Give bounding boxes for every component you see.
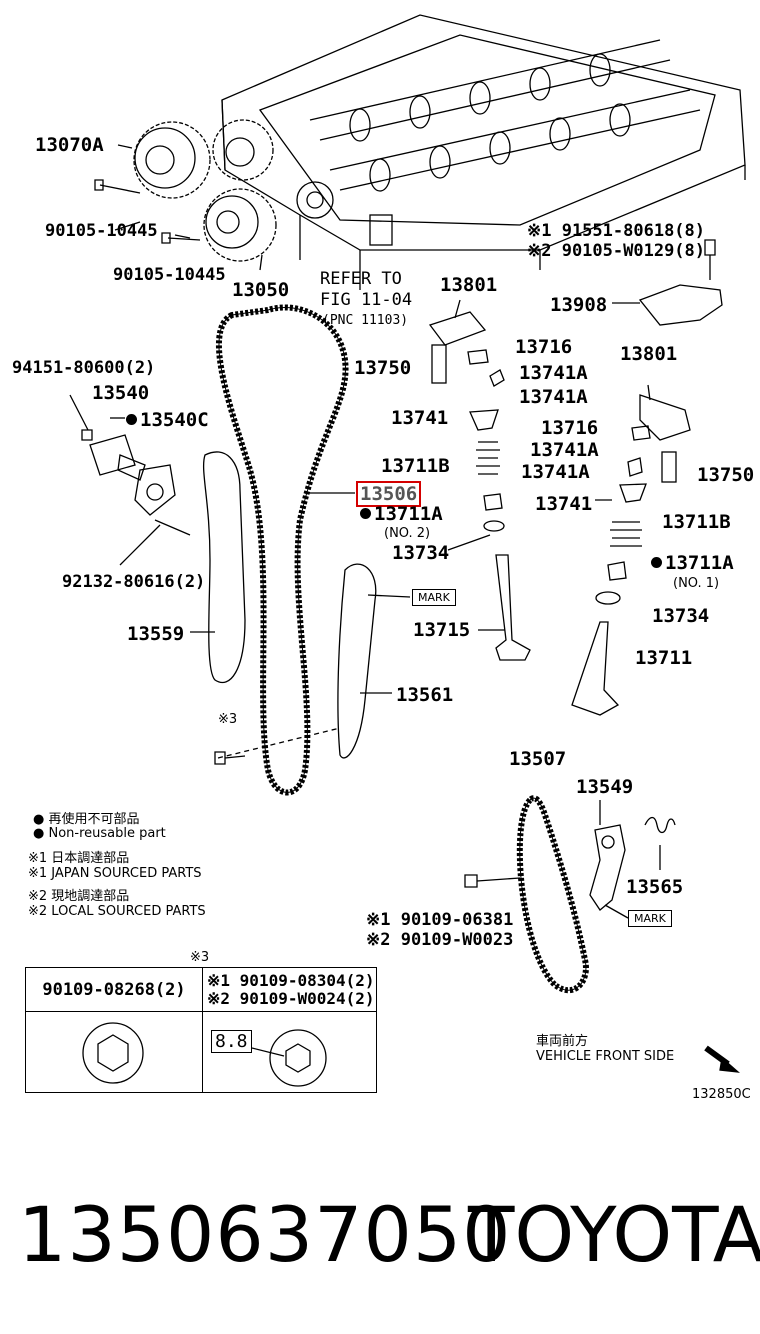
table-cell-bolt-icon bbox=[25, 1011, 203, 1093]
legend-line-5: ※2 現地調達部品 bbox=[28, 889, 130, 904]
callout-92132: 92132-80616(2) bbox=[62, 572, 206, 592]
callout-13540: 13540 bbox=[92, 382, 150, 404]
callout-90105-w0129: ※2 90105-W0129(8) bbox=[527, 241, 706, 261]
torque-value-box: 8.8 bbox=[211, 1030, 252, 1053]
callout-13561: 13561 bbox=[396, 684, 454, 706]
legend-line-2: ● Non-reusable part bbox=[33, 826, 166, 841]
callout-13741-b: 13741 bbox=[535, 493, 593, 515]
callout-13741a-d: 13741A bbox=[521, 461, 590, 483]
callout-90109-w0023: ※2 90109-W0023 bbox=[366, 930, 514, 950]
table-header-left: 90109-08268(2) bbox=[25, 967, 203, 1012]
figure-code: 132850C bbox=[692, 1087, 751, 1102]
callout-13507: 13507 bbox=[509, 748, 567, 770]
callout-13711b-b: 13711B bbox=[662, 511, 731, 533]
callout-90109-06381: ※1 90109-06381 bbox=[366, 910, 514, 930]
callout-13711: 13711 bbox=[635, 647, 693, 669]
callout-no2: (NO. 2) bbox=[384, 526, 431, 541]
table-header-right-1: ※1 90109-08304(2) bbox=[207, 970, 375, 990]
legend-line-6: ※2 LOCAL SOURCED PARTS bbox=[28, 904, 206, 919]
callout-13549: 13549 bbox=[576, 776, 634, 798]
callout-91551: ※1 91551-80618(8) bbox=[527, 221, 706, 241]
refer-to-line2: FIG 11-04 bbox=[320, 290, 413, 310]
callout-13559: 13559 bbox=[127, 623, 185, 645]
callout-13801-b: 13801 bbox=[620, 343, 678, 365]
callout-ref3-table: ※3 bbox=[190, 950, 210, 965]
callout-bolt-90105: 90105-10445 bbox=[45, 221, 158, 241]
direction-en: VEHICLE FRONT SIDE bbox=[536, 1049, 675, 1064]
direction-jp: 車両前方 bbox=[536, 1034, 589, 1049]
legend-line-1: ● 再使用不可部品 bbox=[33, 812, 140, 827]
table-header-right: ※1 90109-08304(2) ※2 90109-W0024(2) bbox=[202, 967, 377, 1012]
callout-13741a: 13741A bbox=[519, 362, 588, 384]
callout-13050: 13050 bbox=[232, 279, 290, 301]
bolt-reference-table: 90109-08268(2) ※1 90109-08304(2) ※2 9010… bbox=[25, 967, 377, 1093]
callout-13908: 13908 bbox=[550, 294, 608, 316]
callout-13734: 13734 bbox=[392, 542, 450, 564]
callout-13715: 13715 bbox=[413, 619, 471, 641]
refer-to-line1: REFER TO bbox=[320, 269, 402, 289]
legend-line-3: ※1 日本調達部品 bbox=[28, 851, 130, 866]
callout-13565: 13565 bbox=[626, 876, 684, 898]
callout-13540c: 13540C bbox=[126, 409, 209, 431]
callout-13734-b: 13734 bbox=[652, 605, 710, 627]
callout-13711a-b: 13711A bbox=[651, 552, 734, 574]
callout-13711b: 13711B bbox=[381, 455, 450, 477]
callout-bolt-90105-b: 90105-10445 bbox=[113, 265, 226, 285]
callout-no1: (NO. 1) bbox=[673, 576, 720, 591]
mark-box: MARK bbox=[412, 589, 456, 606]
mark-box-b: MARK bbox=[628, 910, 672, 927]
callout-13750: 13750 bbox=[354, 357, 412, 379]
callout-ref3: ※3 bbox=[218, 712, 238, 727]
callout-13741a-b: 13741A bbox=[519, 386, 588, 408]
callout-94151: 94151-80600(2) bbox=[12, 358, 156, 378]
callout-13716: 13716 bbox=[515, 336, 573, 358]
callout-13750-b: 13750 bbox=[697, 464, 755, 486]
callout-13741a-c: 13741A bbox=[530, 439, 599, 461]
callout-13801: 13801 bbox=[440, 274, 498, 296]
table-cell-torque: 8.8 bbox=[202, 1011, 377, 1093]
legend-line-4: ※1 JAPAN SOURCED PARTS bbox=[28, 866, 202, 881]
callout-13741: 13741 bbox=[391, 407, 449, 429]
refer-to-line3: (PNC 11103) bbox=[322, 313, 409, 328]
callout-13711a: 13711A bbox=[360, 503, 443, 525]
callout-13070a: 13070A bbox=[35, 134, 104, 156]
table-header-right-2: ※2 90109-W0024(2) bbox=[207, 988, 375, 1008]
part-number: 1350637050 bbox=[18, 1190, 512, 1279]
callout-13716-b: 13716 bbox=[541, 417, 599, 439]
brand-name: TOYOTA bbox=[468, 1190, 760, 1279]
